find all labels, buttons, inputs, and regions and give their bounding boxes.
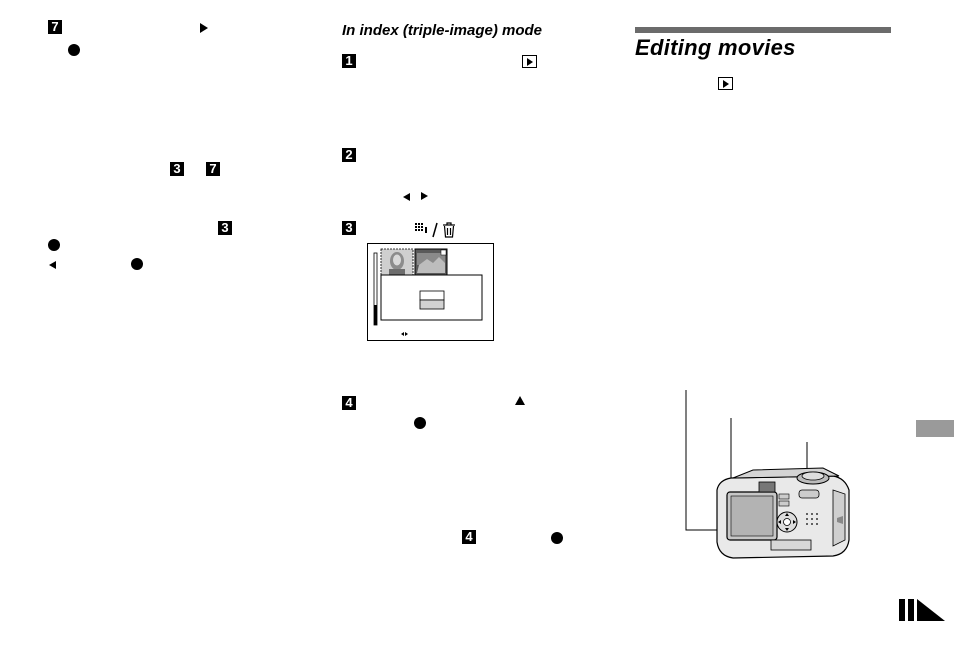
thumbnail-selected [414,248,448,276]
section-index-tab [916,420,954,437]
title-rule [635,27,891,33]
step-badge-4: 4 [342,396,356,410]
left-arrow-icon [49,261,56,269]
slash-divider [432,222,438,238]
trash-icon [443,222,455,238]
playback-button-icon [522,55,537,68]
center-button-dot-icon [68,44,80,56]
camera-illustration [685,390,850,559]
right-arrow-icon [421,192,428,200]
step-ref-4: 4 [462,530,476,544]
center-button-dot-icon [551,532,563,544]
center-button-dot-icon [414,417,426,429]
step-badge-7: 7 [48,20,62,34]
play-arrow-right-icon [200,23,208,33]
playback-button-icon [718,77,733,90]
step-ref-3b: 3 [218,221,232,235]
thumbnail-portrait [380,248,414,276]
continued-marker-icon [899,599,945,621]
index-icon [415,223,427,233]
lcd-screen-illustration [367,243,494,341]
left-arrow-icon [403,193,410,201]
up-arrow-icon [515,396,525,405]
step-ref-3: 3 [170,162,184,176]
center-button-dot-icon [48,239,60,251]
step-badge-2: 2 [342,148,356,162]
step-ref-7: 7 [206,162,220,176]
center-button-dot-icon [131,258,143,270]
step-badge-3: 3 [342,221,356,235]
section-heading: In index (triple-image) mode [342,22,543,39]
page-title: Editing movies [635,35,796,60]
step-badge-1: 1 [342,54,356,68]
